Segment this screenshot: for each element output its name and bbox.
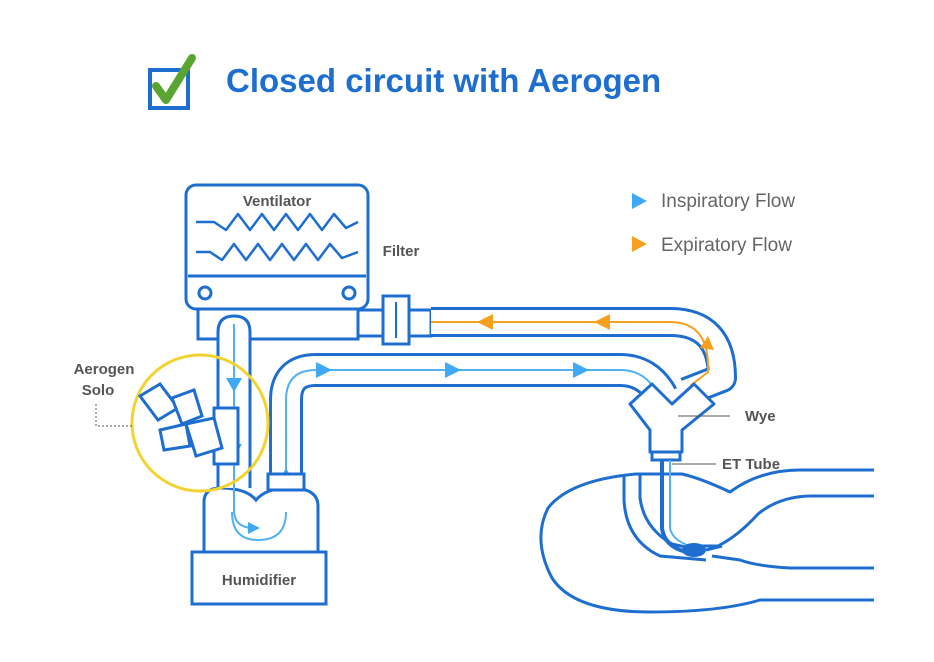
arrow-right-blue-icon <box>632 193 647 209</box>
patient-airway <box>539 460 874 614</box>
ventilator-label: Ventilator <box>243 193 312 210</box>
humidifier-unit <box>190 472 328 606</box>
aerogen-label-line1: Aerogen <box>74 361 135 378</box>
legend: Inspiratory Flow Expiratory Flow <box>632 191 795 256</box>
diagram-title: Closed circuit with Aerogen <box>226 62 661 99</box>
legend-inspiratory-label: Inspiratory Flow <box>661 191 795 212</box>
aerogen-leader-line <box>95 404 132 427</box>
ventilator-unit <box>184 183 370 341</box>
legend-expiratory-label: Expiratory Flow <box>661 235 792 256</box>
filter-label: Filter <box>383 243 420 260</box>
inspiratory-limb <box>269 353 677 488</box>
et-tube-label: ET Tube <box>722 456 780 473</box>
checkbox-checked-icon <box>148 54 196 110</box>
aerogen-highlight-circle <box>130 353 270 493</box>
expiratory-limb <box>431 307 737 406</box>
arrow-right-orange-icon <box>632 236 647 252</box>
wye-connector <box>628 382 716 462</box>
humidifier-label: Humidifier <box>222 572 296 589</box>
aerogen-solo-nebulizer <box>137 382 240 466</box>
filter-unit <box>356 294 433 346</box>
aerogen-label-line2: Solo <box>82 382 115 399</box>
wye-label: Wye <box>745 408 776 425</box>
